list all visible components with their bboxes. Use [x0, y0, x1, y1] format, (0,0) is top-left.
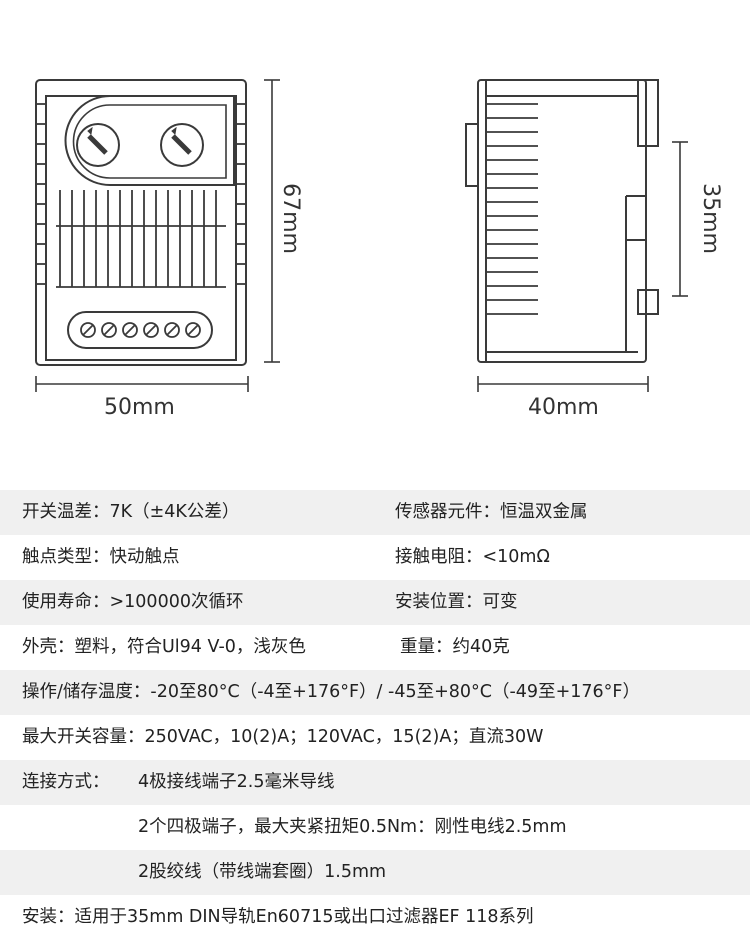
knob-panel-inner: [72, 104, 227, 179]
vent-slots: [56, 190, 226, 288]
spec-installation: 安装：适用于35mm DIN导轨En60715或出口过滤器EF 118系列: [22, 907, 534, 927]
spec-row: 操作/储存温度：-20至80°C（-4至+176°F）/ -45至+80°C（-…: [0, 670, 750, 715]
spec-row: 触点类型：快动触点 接触电阻：<10mΩ: [0, 535, 750, 580]
spec-contact-type: 触点类型：快动触点: [22, 547, 180, 567]
spec-connection-3: 2股绞线（带线端套圈）1.5mm: [138, 862, 387, 882]
spec-switching-capacity: 最大开关容量：250VAC，10(2)A；120VAC，15(2)A；直流30W: [22, 727, 544, 747]
terminal-block: [67, 311, 213, 349]
front-housing: [35, 79, 247, 366]
left-ribs: [36, 103, 46, 285]
front-view: [35, 79, 280, 392]
technical-drawing: 67mm 50mm 40mm 35mm: [0, 0, 750, 470]
side-knob-stub: [465, 123, 479, 187]
depth-dimension: [477, 376, 649, 392]
knob-left-icon: [76, 123, 120, 167]
side-clip-top: [637, 79, 659, 147]
spec-row: 2个四极端子，最大夹紧扭矩0.5Nm：刚性电线2.5mm: [0, 805, 750, 850]
height-label: 67mm: [277, 183, 303, 254]
spec-weight: 重量：约40克: [400, 637, 510, 657]
side-housing: [477, 79, 647, 363]
spec-sensor-element: 传感器元件：恒温双金属: [395, 502, 588, 522]
spec-connection-1: 4极接线端子2.5毫米导线: [138, 772, 335, 792]
side-ribs: [486, 103, 538, 315]
rail-dimension: [672, 141, 688, 297]
spec-switch-differential: 开关温差：7K（±4K公差）: [22, 502, 240, 522]
depth-label: 40mm: [528, 395, 599, 420]
spec-contact-resistance: 接触电阻：<10mΩ: [395, 547, 550, 567]
width-dimension: [35, 376, 249, 392]
terminal-screw-icons: [80, 322, 201, 338]
right-ribs: [236, 103, 246, 285]
spec-row: 连接方式： 4极接线端子2.5毫米导线: [0, 760, 750, 805]
spec-row: 外壳：塑料，符合Ul94 V-0，浅灰色 重量：约40克: [0, 625, 750, 670]
width-label: 50mm: [104, 395, 175, 420]
spec-row: 2股绞线（带线端套圈）1.5mm: [0, 850, 750, 895]
spec-temperature: 操作/储存温度：-20至80°C（-4至+176°F）/ -45至+80°C（-…: [22, 682, 640, 702]
spec-mounting-position: 安装位置：可变: [395, 592, 518, 612]
spec-housing: 外壳：塑料，符合Ul94 V-0，浅灰色: [22, 637, 306, 657]
side-clip-bottom: [637, 289, 659, 315]
spec-row: 安装：适用于35mm DIN导轨En60715或出口过滤器EF 118系列: [0, 895, 750, 940]
spec-connection-label: 连接方式：: [22, 772, 110, 792]
spec-row: 使用寿命：>100000次循环 安装位置：可变: [0, 580, 750, 625]
spec-row: 开关温差：7K（±4K公差） 传感器元件：恒温双金属: [0, 490, 750, 535]
spec-table: 开关温差：7K（±4K公差） 传感器元件：恒温双金属 触点类型：快动触点 接触电…: [0, 490, 750, 940]
height-dimension: [264, 79, 280, 363]
rail-label: 35mm: [697, 183, 723, 254]
drawing-svg: [35, 79, 688, 392]
spec-row: 最大开关容量：250VAC，10(2)A；120VAC，15(2)A；直流30W: [0, 715, 750, 760]
spec-connection-2: 2个四极端子，最大夹紧扭矩0.5Nm：刚性电线2.5mm: [138, 817, 567, 837]
side-view: [465, 79, 688, 392]
spec-service-life: 使用寿命：>100000次循环: [22, 592, 244, 612]
knob-right-icon: [160, 123, 204, 167]
